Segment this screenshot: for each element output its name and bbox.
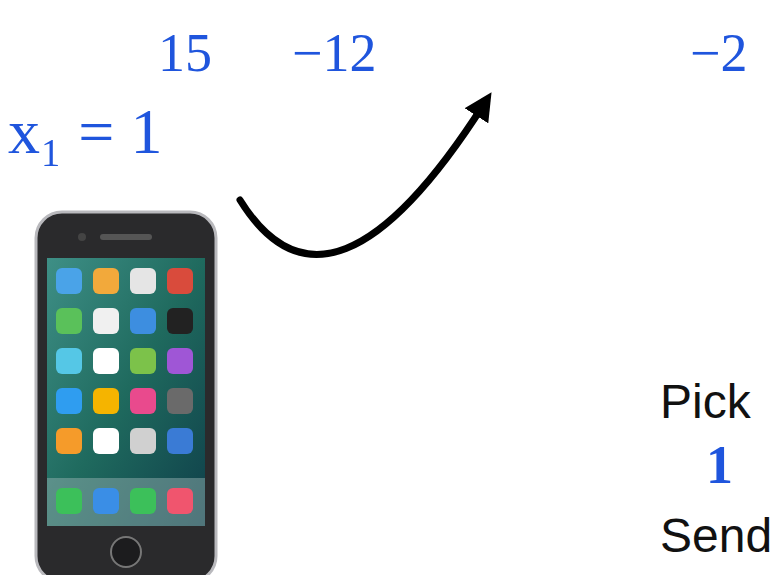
app-icon <box>93 388 119 414</box>
number-value: −12 <box>292 26 376 80</box>
app-icon <box>93 488 119 514</box>
app-icon <box>93 308 119 334</box>
app-icon <box>56 428 82 454</box>
app-icon <box>93 348 119 374</box>
step-text: Pick <box>660 378 751 426</box>
curved-arrow <box>240 104 484 254</box>
app-icon <box>130 388 156 414</box>
number-value: 15 <box>158 26 212 80</box>
app-icon <box>56 348 82 374</box>
app-icon <box>130 348 156 374</box>
step-text: Send <box>660 512 772 560</box>
app-icon <box>130 488 156 514</box>
app-icon <box>167 268 193 294</box>
app-icon <box>56 268 82 294</box>
dock <box>47 478 205 526</box>
app-icon <box>130 308 156 334</box>
app-icon <box>167 388 193 414</box>
app-icon <box>130 268 156 294</box>
picked-value: 1 <box>706 438 733 492</box>
app-icon <box>56 388 82 414</box>
app-icon <box>167 428 193 454</box>
app-icon <box>167 348 193 374</box>
app-icon <box>167 488 193 514</box>
app-icon <box>167 308 193 334</box>
app-icon <box>93 268 119 294</box>
app-icon <box>130 428 156 454</box>
app-icon <box>56 308 82 334</box>
number-value: −2 <box>690 26 747 80</box>
app-icon <box>93 428 119 454</box>
variable-assignment: x₁ = 1 <box>8 100 162 164</box>
app-icon <box>56 488 82 514</box>
phone-illustration <box>36 212 216 575</box>
